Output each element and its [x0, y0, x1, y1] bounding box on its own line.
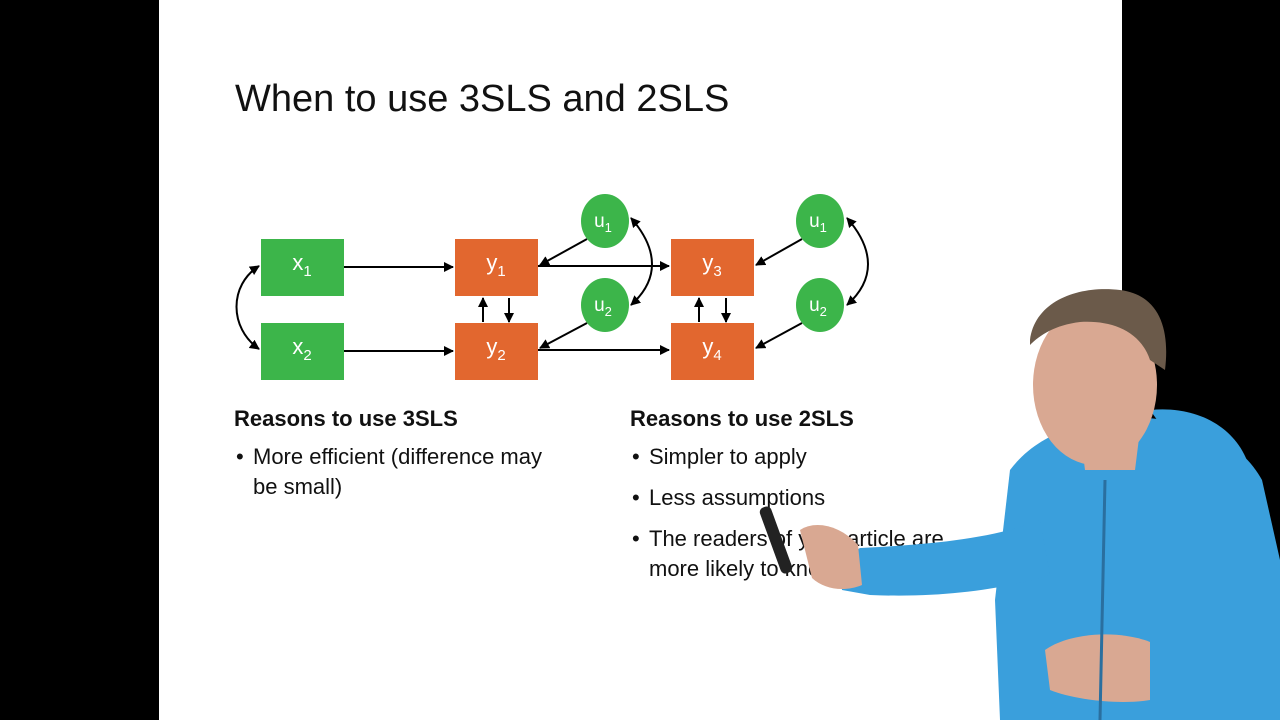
node-y2: y2: [455, 323, 538, 380]
node-x2: x2: [261, 323, 344, 380]
list-item: More efficient (difference may be small): [234, 442, 564, 502]
node-u1-first: u1: [581, 194, 629, 248]
node-u2-first: u2: [581, 278, 629, 332]
svg-text:u1: u1: [809, 211, 827, 235]
list-item: Less assumptions: [630, 483, 960, 513]
reasons-2sls: Reasons to use 2SLS Simpler to apply Les…: [630, 406, 960, 595]
svg-text:x1: x1: [292, 250, 311, 280]
svg-text:y2: y2: [486, 334, 505, 364]
svg-text:y1: y1: [486, 250, 505, 280]
arrow-u2b-y4: [755, 322, 803, 349]
svg-text:u2: u2: [594, 295, 612, 319]
arrow-u2a-y2: [539, 322, 588, 349]
svg-text:u1: u1: [594, 211, 612, 235]
node-u1-second: u1: [796, 194, 844, 248]
arrow-x1-x2-correlation: [235, 265, 260, 350]
node-x1: x1: [261, 239, 344, 296]
arrow-u1b-u2b-correlation: [846, 217, 869, 306]
reasons-2sls-heading: Reasons to use 2SLS: [630, 406, 854, 431]
node-y1: y1: [455, 239, 538, 296]
arrow-u1b-y3: [755, 238, 803, 266]
path-arrows: [235, 217, 869, 356]
reasons-2sls-list: Simpler to apply Less assumptions The re…: [630, 442, 960, 584]
node-u2-second: u2: [796, 278, 844, 332]
svg-text:u2: u2: [809, 295, 827, 319]
arrow-u1a-u2a-correlation: [630, 217, 653, 306]
reasons-3sls-list: More efficient (difference may be small): [234, 442, 564, 502]
arrow-u1a-y1: [539, 238, 588, 266]
list-item: Simpler to apply: [630, 442, 960, 472]
node-y4: y4: [671, 323, 754, 380]
svg-text:x2: x2: [292, 334, 311, 364]
reasons-3sls-heading: Reasons to use 3SLS: [234, 406, 458, 431]
path-diagram: x1 x2 y1 y2 y3 y4 u1 u2: [235, 194, 869, 380]
slide-title: When to use 3SLS and 2SLS: [235, 78, 730, 120]
reasons-3sls: Reasons to use 3SLS More efficient (diff…: [234, 406, 564, 513]
slide: When to use 3SLS and 2SLS: [159, 0, 1122, 720]
node-y3: y3: [671, 239, 754, 296]
svg-text:y3: y3: [702, 250, 721, 280]
list-item: The readers of your article are more lik…: [630, 524, 960, 584]
svg-text:y4: y4: [702, 334, 721, 364]
